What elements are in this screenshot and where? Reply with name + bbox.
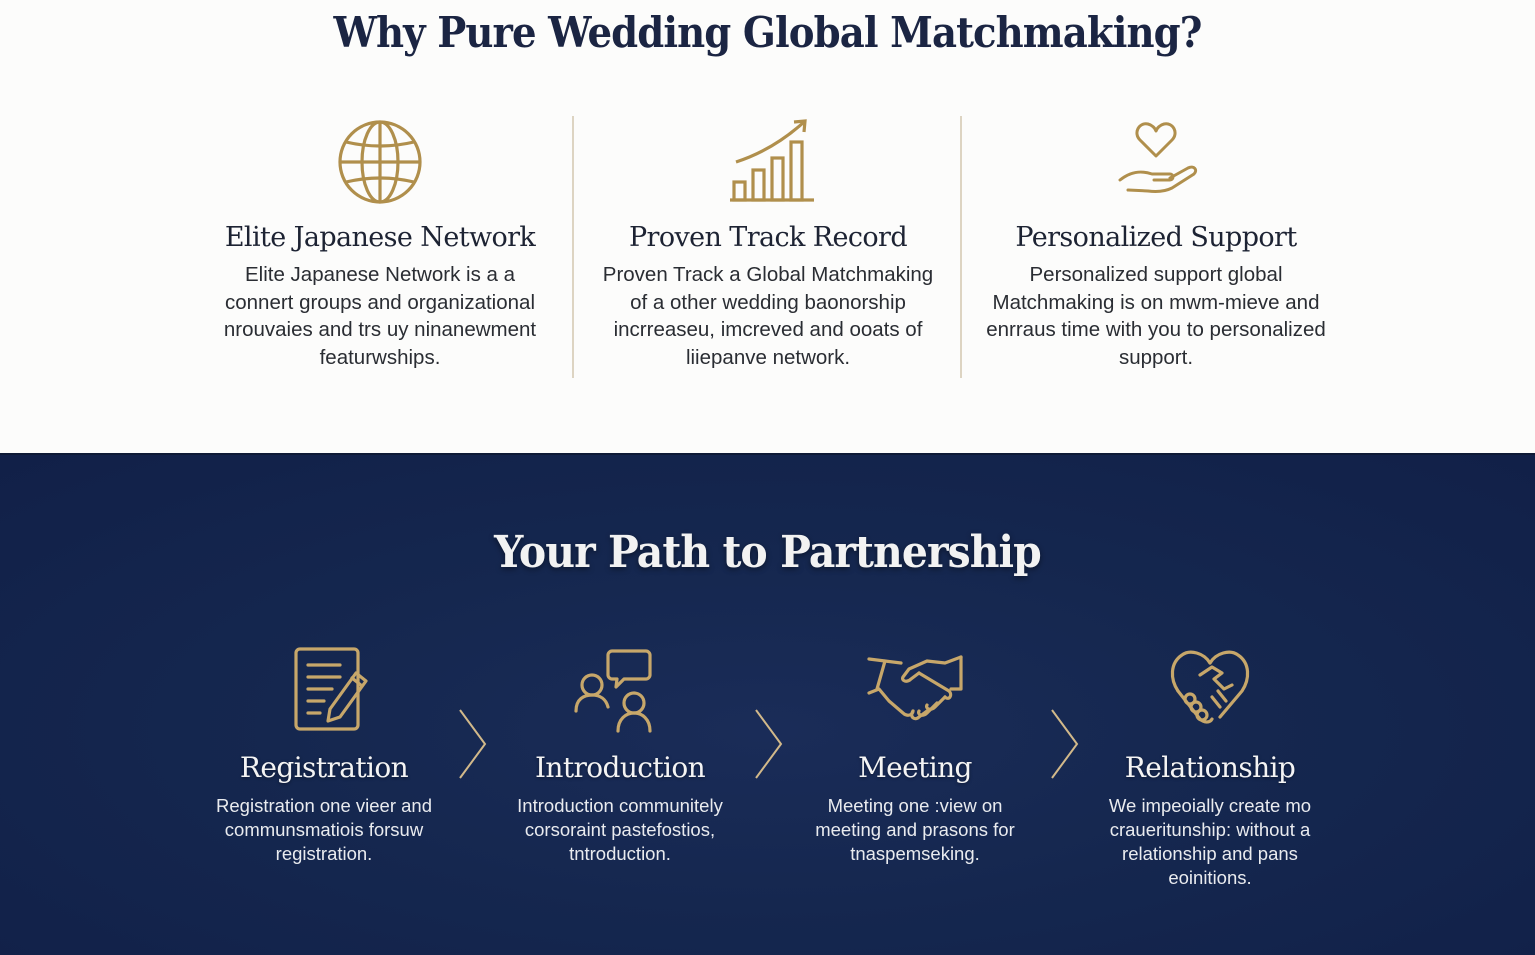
step-description: We impeoially create mo craueritunship: … <box>1108 795 1312 888</box>
handshake-icon <box>867 655 963 721</box>
step-registration: Registration Registration one vieer and … <box>194 645 454 866</box>
feature-track-record: Proven Track Record Proven Track a Globa… <box>578 112 958 371</box>
feature-title: Elite Japanese Network <box>224 222 536 253</box>
feature-personalized-support: Personalized Support Personalized suppor… <box>966 112 1346 371</box>
step-description: Introduction communitely corsoraint past… <box>517 795 723 864</box>
chevron-right-icon <box>755 709 783 779</box>
step-relationship: Relationship We impeoially create mo cra… <box>1080 645 1340 890</box>
chevron-right-icon <box>459 709 487 779</box>
globe-icon <box>338 120 422 204</box>
document-pencil-icon <box>294 647 368 731</box>
chevron-right-icon <box>1051 709 1079 779</box>
feature-divider <box>960 116 962 378</box>
feature-description: Personalized support global Matchmaking … <box>986 263 1326 369</box>
step-introduction: Introduction Introduction communitely co… <box>490 645 750 866</box>
feature-description: Elite Japanese Network is a a connert gr… <box>223 263 537 369</box>
feature-description: Proven Track a Global Matchmaking of a o… <box>602 263 934 369</box>
path-section: Your Path to Partnership Registration Re… <box>0 453 1535 955</box>
why-section-title: Why Pure Wedding Global Matchmaking? <box>333 8 1203 57</box>
feature-elite-network: Elite Japanese Network Elite Japanese Ne… <box>190 112 570 371</box>
step-description: Registration one vieer and communsmatioi… <box>216 795 432 864</box>
feature-title: Proven Track Record <box>628 222 908 253</box>
people-chat-icon <box>574 649 652 733</box>
heart-in-hand-icon <box>1118 122 1198 194</box>
step-title: Relationship <box>1124 751 1296 784</box>
growth-chart-icon <box>730 119 814 202</box>
why-section: Why Pure Wedding Global Matchmaking? Eli… <box>0 0 1535 453</box>
feature-divider <box>572 116 574 378</box>
step-meeting: Meeting Meeting one :view on meeting and… <box>785 645 1045 866</box>
step-title: Registration <box>239 751 409 784</box>
feature-title: Personalized Support <box>1015 222 1297 253</box>
step-title: Meeting <box>858 751 972 784</box>
step-description: Meeting one :view on meeting and prasons… <box>815 795 1015 864</box>
heart-handshake-icon <box>1170 650 1250 724</box>
step-title: Introduction <box>534 751 706 784</box>
path-section-title: Your Path to Partnership <box>494 527 1042 578</box>
